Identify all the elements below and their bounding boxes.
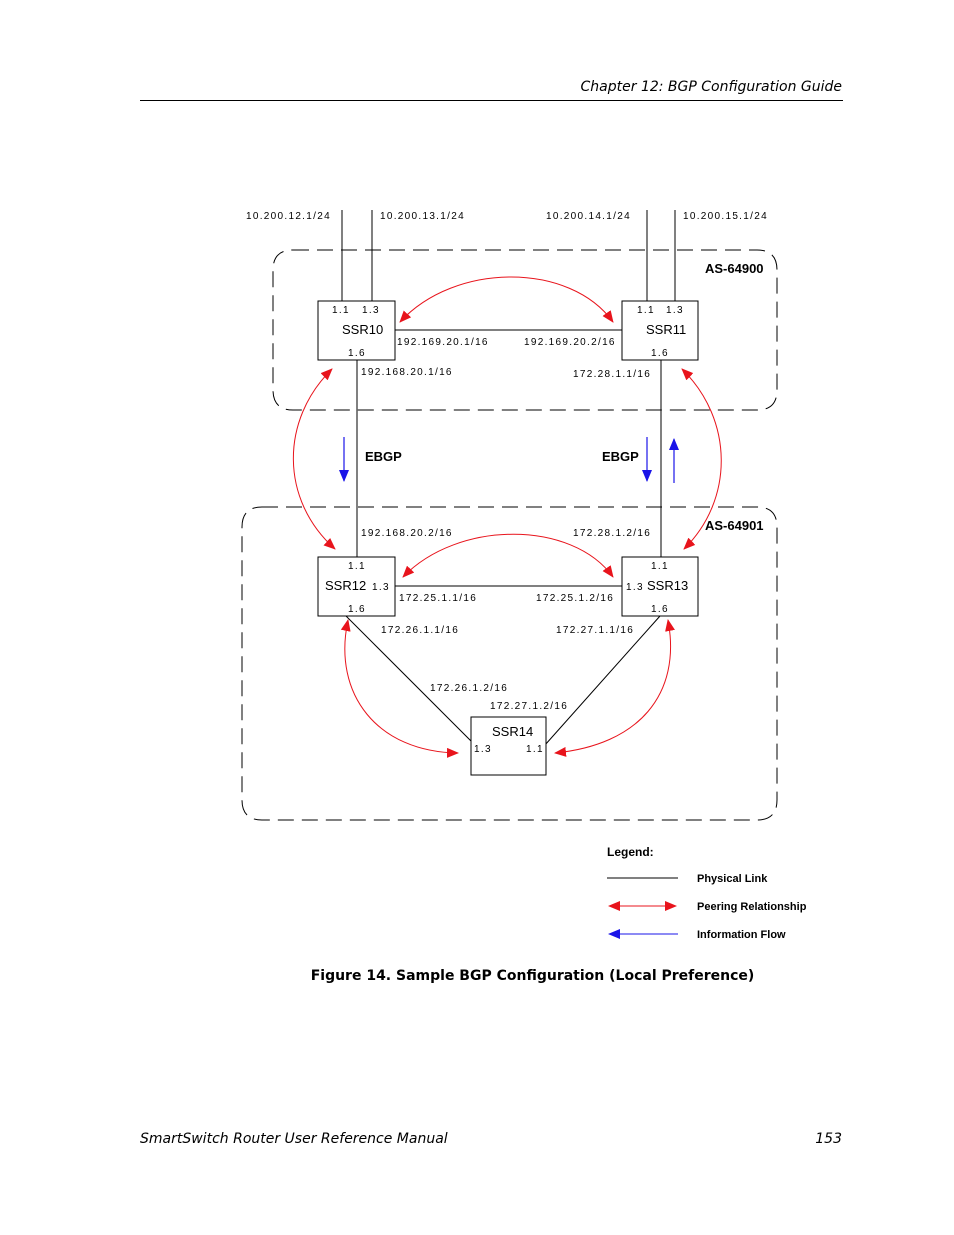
figure-caption: Figure 14. Sample BGP Configuration (Loc… [310, 968, 755, 984]
ssr10-port-1-1: 1.1 [332, 305, 350, 316]
subnet-172-27-1-1: 172.27.1.1/16 [556, 625, 634, 636]
legend-peering-label: Peering Relationship [697, 901, 807, 913]
ssr12-name: SSR12 [325, 578, 366, 593]
as-64900-label: AS-64900 [705, 261, 764, 276]
legend-info-label: Information Flow [697, 929, 786, 941]
router-ssr10 [317, 300, 396, 361]
router-ssr14 [470, 716, 547, 776]
subnet-172-28-1-2: 172.28.1.2/16 [573, 528, 651, 539]
subnet-192-169-20-1: 192.169.20.1/16 [397, 337, 489, 348]
ssr13-port-1-3: 1.3 [626, 582, 644, 593]
ssr14-port-1-1: 1.1 [526, 744, 544, 755]
chapter-header: Chapter 12: BGP Configuration Guide [580, 79, 842, 95]
subnet-172-26-1-1: 172.26.1.1/16 [381, 625, 459, 636]
subnet-172-26-1-2: 172.26.1.2/16 [430, 683, 508, 694]
ebgp-left-label: EBGP [365, 449, 402, 464]
bgp-diagram: SSR10 SSR11 SSR12 SSR13 SSR14 1.1 1.3 1.… [241, 210, 807, 941]
as-64900-boundary [272, 249, 778, 411]
ssr11-name: SSR11 [646, 322, 686, 337]
subnet-172-27-1-2: 172.27.1.2/16 [490, 701, 568, 712]
peering-ssr12-ssr13 [402, 533, 614, 578]
ssr11-port-1-3: 1.3 [666, 305, 684, 316]
subnet-172-25-1-1: 172.25.1.1/16 [399, 593, 477, 604]
subnet-192-169-20-2: 192.169.20.2/16 [524, 337, 616, 348]
peering-ssr13-ssr14 [554, 619, 675, 757]
as-64901-label: AS-64901 [705, 518, 764, 533]
ssr10-name: SSR10 [342, 322, 383, 337]
subnet-192-168-20-2: 192.168.20.2/16 [361, 528, 453, 539]
subnet-10-200-14: 10.200.14.1/24 [546, 211, 631, 222]
ssr13-port-1-1: 1.1 [651, 561, 669, 572]
as-64901-boundary [241, 506, 778, 821]
footer-page-number: 153 [815, 1131, 842, 1147]
router-ssr12 [317, 556, 396, 617]
ssr10-port-1-3: 1.3 [362, 305, 380, 316]
subnet-10-200-15: 10.200.15.1/24 [683, 211, 768, 222]
ssr12-port-1-1: 1.1 [348, 561, 366, 572]
peering-ssr10-ssr11 [399, 276, 614, 323]
header-rule [140, 100, 843, 101]
subnet-172-28-1-1: 172.28.1.1/16 [573, 369, 651, 380]
legend-title: Legend: [607, 845, 654, 859]
ssr14-name: SSR14 [492, 724, 533, 739]
subnet-172-25-1-2: 172.25.1.2/16 [536, 593, 614, 604]
ssr10-port-1-6: 1.6 [348, 348, 366, 359]
peering-ssr10-ssr12 [292, 368, 336, 550]
router-ssr11 [621, 300, 699, 361]
ssr13-port-1-6: 1.6 [651, 604, 669, 615]
peering-ssr11-ssr13 [681, 368, 722, 550]
subnet-192-168-20-1: 192.168.20.1/16 [361, 367, 453, 378]
ssr11-port-1-6: 1.6 [651, 348, 669, 359]
subnet-10-200-12: 10.200.12.1/24 [246, 211, 331, 222]
ebgp-right-label: EBGP [602, 449, 639, 464]
ssr14-port-1-3: 1.3 [474, 744, 492, 755]
subnet-10-200-13: 10.200.13.1/24 [380, 211, 465, 222]
footer-manual-title: SmartSwitch Router User Reference Manual [140, 1131, 448, 1147]
ssr13-name: SSR13 [647, 578, 688, 593]
legend-physical-label: Physical Link [697, 873, 768, 885]
peering-ssr12-ssr14 [340, 619, 459, 758]
ssr12-port-1-6: 1.6 [348, 604, 366, 615]
physical-links [341, 210, 676, 746]
ssr11-port-1-1: 1.1 [637, 305, 655, 316]
router-ssr13 [621, 556, 699, 617]
ssr12-port-1-3: 1.3 [372, 582, 390, 593]
